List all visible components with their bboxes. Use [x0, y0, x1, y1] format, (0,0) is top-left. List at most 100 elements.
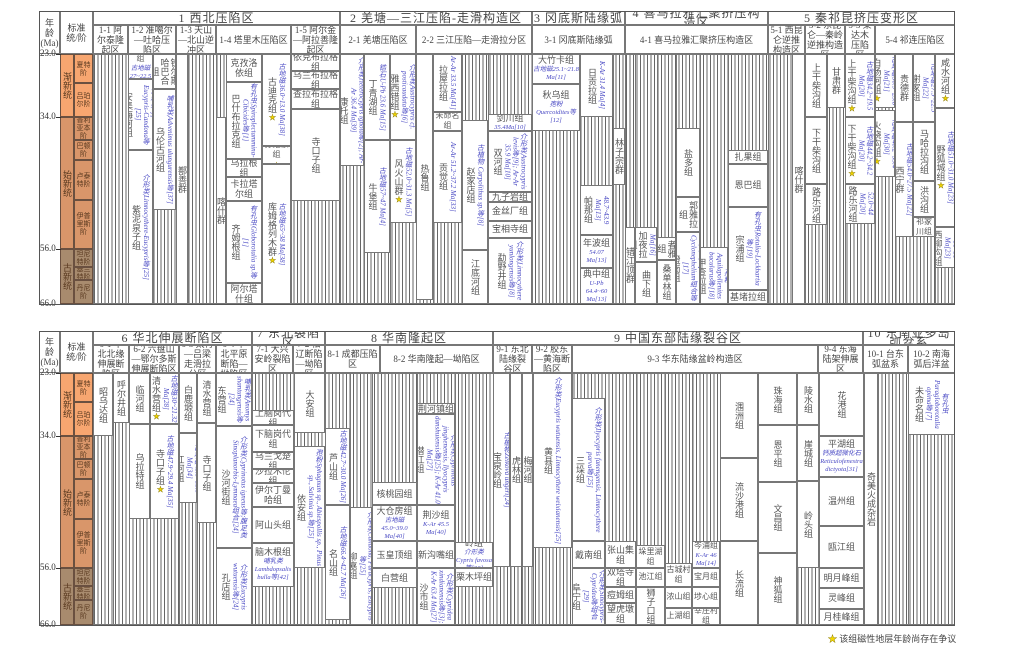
fossil-age-note: Ar-Ar 33.5 Ma[41]: [449, 56, 457, 110]
formation-cell: 克孜洛依组: [226, 54, 262, 83]
formation-cell: 莘庄村组: [692, 607, 720, 625]
formation-cell: 乌兰布拉格组: [291, 70, 340, 89]
formation-name: 贡觉组: [438, 163, 448, 191]
column-divider: [768, 54, 792, 304]
formation-cell: 垛里湖组: [636, 545, 665, 568]
fossil-age-note: K-Ar 31.4 Ma[4]: [598, 61, 606, 110]
formation-cell: 查拉布拉格组: [291, 88, 340, 109]
formation-cell: 上湖组: [665, 607, 692, 625]
stage-cell: 塞兰特阶: [74, 586, 93, 600]
formation-name: 紫泥泉子组: [131, 204, 141, 250]
formation-name: 陵水组: [803, 385, 813, 413]
epoch-cell: 古新统: [60, 568, 74, 625]
subregion-label: 10-1 台东弧盆系: [867, 349, 904, 369]
stage-cell: 巴顿阶: [74, 139, 93, 161]
formation-cell: 沙河街组介形类Cyprinotus igneus等;腹足类Sinoplanorb…: [216, 426, 252, 549]
formation-name: 洪沟组: [919, 185, 929, 213]
subregion-label: 10-2 南海弧后洋盆: [913, 349, 950, 369]
formation-name: 苏维依组: [265, 147, 289, 159]
formation-name: 查拉布拉格组: [292, 88, 338, 109]
fossil-age-note: 古地磁52.0~31.3 Ma[5]: [404, 146, 413, 217]
standard-header: 标准统/阶: [60, 331, 93, 373]
age-tick-label: 23.0: [40, 367, 56, 377]
fossil-age-note: 孢粉Aquilapollenites bacularus等[18]: [707, 251, 728, 300]
formation-cell: 呼尔井组: [113, 373, 129, 423]
formation-cell: 依安组孢粉Sphagnum sp., Abiespollis sp., Pinu…: [294, 446, 325, 568]
star-icon: ★: [941, 94, 950, 104]
formation-name: 乌拉根组: [230, 159, 258, 177]
formation-name: 蹬岗组: [676, 254, 681, 282]
formation-name: 奇美火成杂岩: [866, 472, 876, 526]
region-header: 4 喜马拉雅汇聚挤压构造区: [625, 11, 768, 25]
fossil-age-note: 48.7~43.9 Ma[13]: [594, 195, 610, 225]
fossil-age-note: 沟鞭藻Leptodinium-Cyclonephelium组合等[17]: [681, 234, 700, 302]
formation-name: 荆沙组: [422, 509, 450, 520]
region-label: 2 羌塘—三江压陷-走滑构造区: [350, 11, 522, 25]
formation-cell: 苏维依组★: [262, 145, 291, 164]
subregion-label: 1-1 阿尔泰隆起区: [96, 25, 124, 54]
formation-cell: 寺口子组: [291, 108, 340, 201]
formation-cell: 月桂峰组: [819, 609, 864, 625]
subregion-header: 4-1 喜马拉雅汇聚挤压构造区: [625, 25, 768, 54]
stage-label: 塞兰特阶: [76, 586, 91, 600]
formation-cell: 洪沟组: [913, 181, 935, 218]
formation-name: 脑木根组: [254, 547, 291, 558]
formation-name: 大仓房组: [376, 505, 413, 516]
formation-name: 寺口子组★: [155, 448, 165, 494]
star-icon: ★: [847, 103, 857, 113]
formation-cell: 瓯江组: [819, 526, 864, 568]
stage-cell: 巴顿阶: [74, 458, 93, 480]
formation-cell: 牛堡组古地磁57~47 Ma[4]: [364, 139, 390, 253]
formation-cell: 宝泉岭组古植物Zelkova ungeri[24]: [493, 373, 510, 567]
formation-name: 加夜拉组: [636, 230, 648, 258]
formation-name: 灵峰组: [827, 593, 855, 604]
stage-label: 巴顿阶: [76, 460, 91, 477]
region-header: 3 冈底斯陆缘弧: [532, 11, 625, 25]
formation-cell: 赵家店组古植物 Carpolithus sp.等[8]: [462, 120, 488, 251]
fossil-age-note: U-Pb 64.4~60 Ma[13]: [585, 279, 608, 303]
formation-name: 流沙港组: [734, 481, 744, 518]
stage-cell: 伊普里斯阶: [74, 518, 93, 568]
column-divider: [665, 373, 692, 625]
formation-name: 桑单林组: [661, 264, 672, 300]
fossil-age-note: 有孔虫Globorotalia sp.等[1]: [241, 205, 258, 280]
formation-cell: 路乐河组★古地磁52.0~44 Ma[20]: [845, 184, 875, 224]
region-label: 10 东南亚多岛弧盆系: [867, 331, 951, 345]
formation-cell: 桑单林组: [657, 260, 676, 304]
formation-cell: 明月峰组: [819, 568, 864, 588]
formation-name: 寺口子组: [201, 454, 212, 491]
formation-name: 甲查拉组: [700, 257, 707, 294]
subregion-label: 7-1 大兴安岭裂陷区: [254, 345, 291, 373]
column-divider: [350, 373, 372, 625]
formation-cell: 九子岩组: [488, 192, 532, 203]
fossil-age-note: 古地磁40.2~33.4 Ma[30]: [882, 118, 895, 169]
formation-name: 清水营组: [201, 379, 212, 416]
formation-cell: 鄯善群: [176, 54, 188, 304]
formation-name: 虎林组: [511, 456, 521, 484]
formation-cell: 依克布拉格组: [291, 54, 340, 71]
column-divider: [580, 54, 613, 304]
formation-name: 瓯江组: [827, 542, 855, 552]
fossil-age-note: 古地磁52.0~44 Ma[20]: [858, 192, 875, 216]
subregion-header: 8-2 华南隆起—坳陷区: [380, 345, 493, 373]
formation-name: 东营组: [216, 386, 227, 414]
subregion-label: 5-1 西昆仑逆推构造区: [770, 25, 803, 54]
region-label: 9 中国东部陆缘裂谷区: [613, 331, 742, 345]
fossil-age-note: 介形类Ilyocypris fanengensis, Limnocythere …: [586, 406, 602, 533]
region-header: 2 羌塘—三江压陷-走滑构造区: [340, 11, 532, 25]
fossil-age-note: 古地磁44.2~34.2 Ma[20]: [857, 125, 874, 176]
stage-cell: 卢泰特阶: [74, 160, 93, 200]
formation-cell: 阜宁组介形类Sinocypris-Cypridea等组合[29]: [572, 568, 605, 625]
age-tick-label: 23.0: [40, 48, 56, 58]
formation-name: 依克布拉格组: [292, 54, 338, 71]
subregion-header: 1-2 准噶尔—吐哈压陷区: [128, 25, 176, 54]
fossil-age-note: 古地磁25.1~21.8 Ma[11]: [533, 66, 579, 82]
age-tick-mark: [56, 117, 61, 118]
fossil-age-note: 孢粉Quercoidites等[12]: [536, 100, 576, 124]
formation-name: 曲下组: [641, 269, 651, 297]
formation-name: 卡拉塔尔组: [230, 179, 258, 199]
